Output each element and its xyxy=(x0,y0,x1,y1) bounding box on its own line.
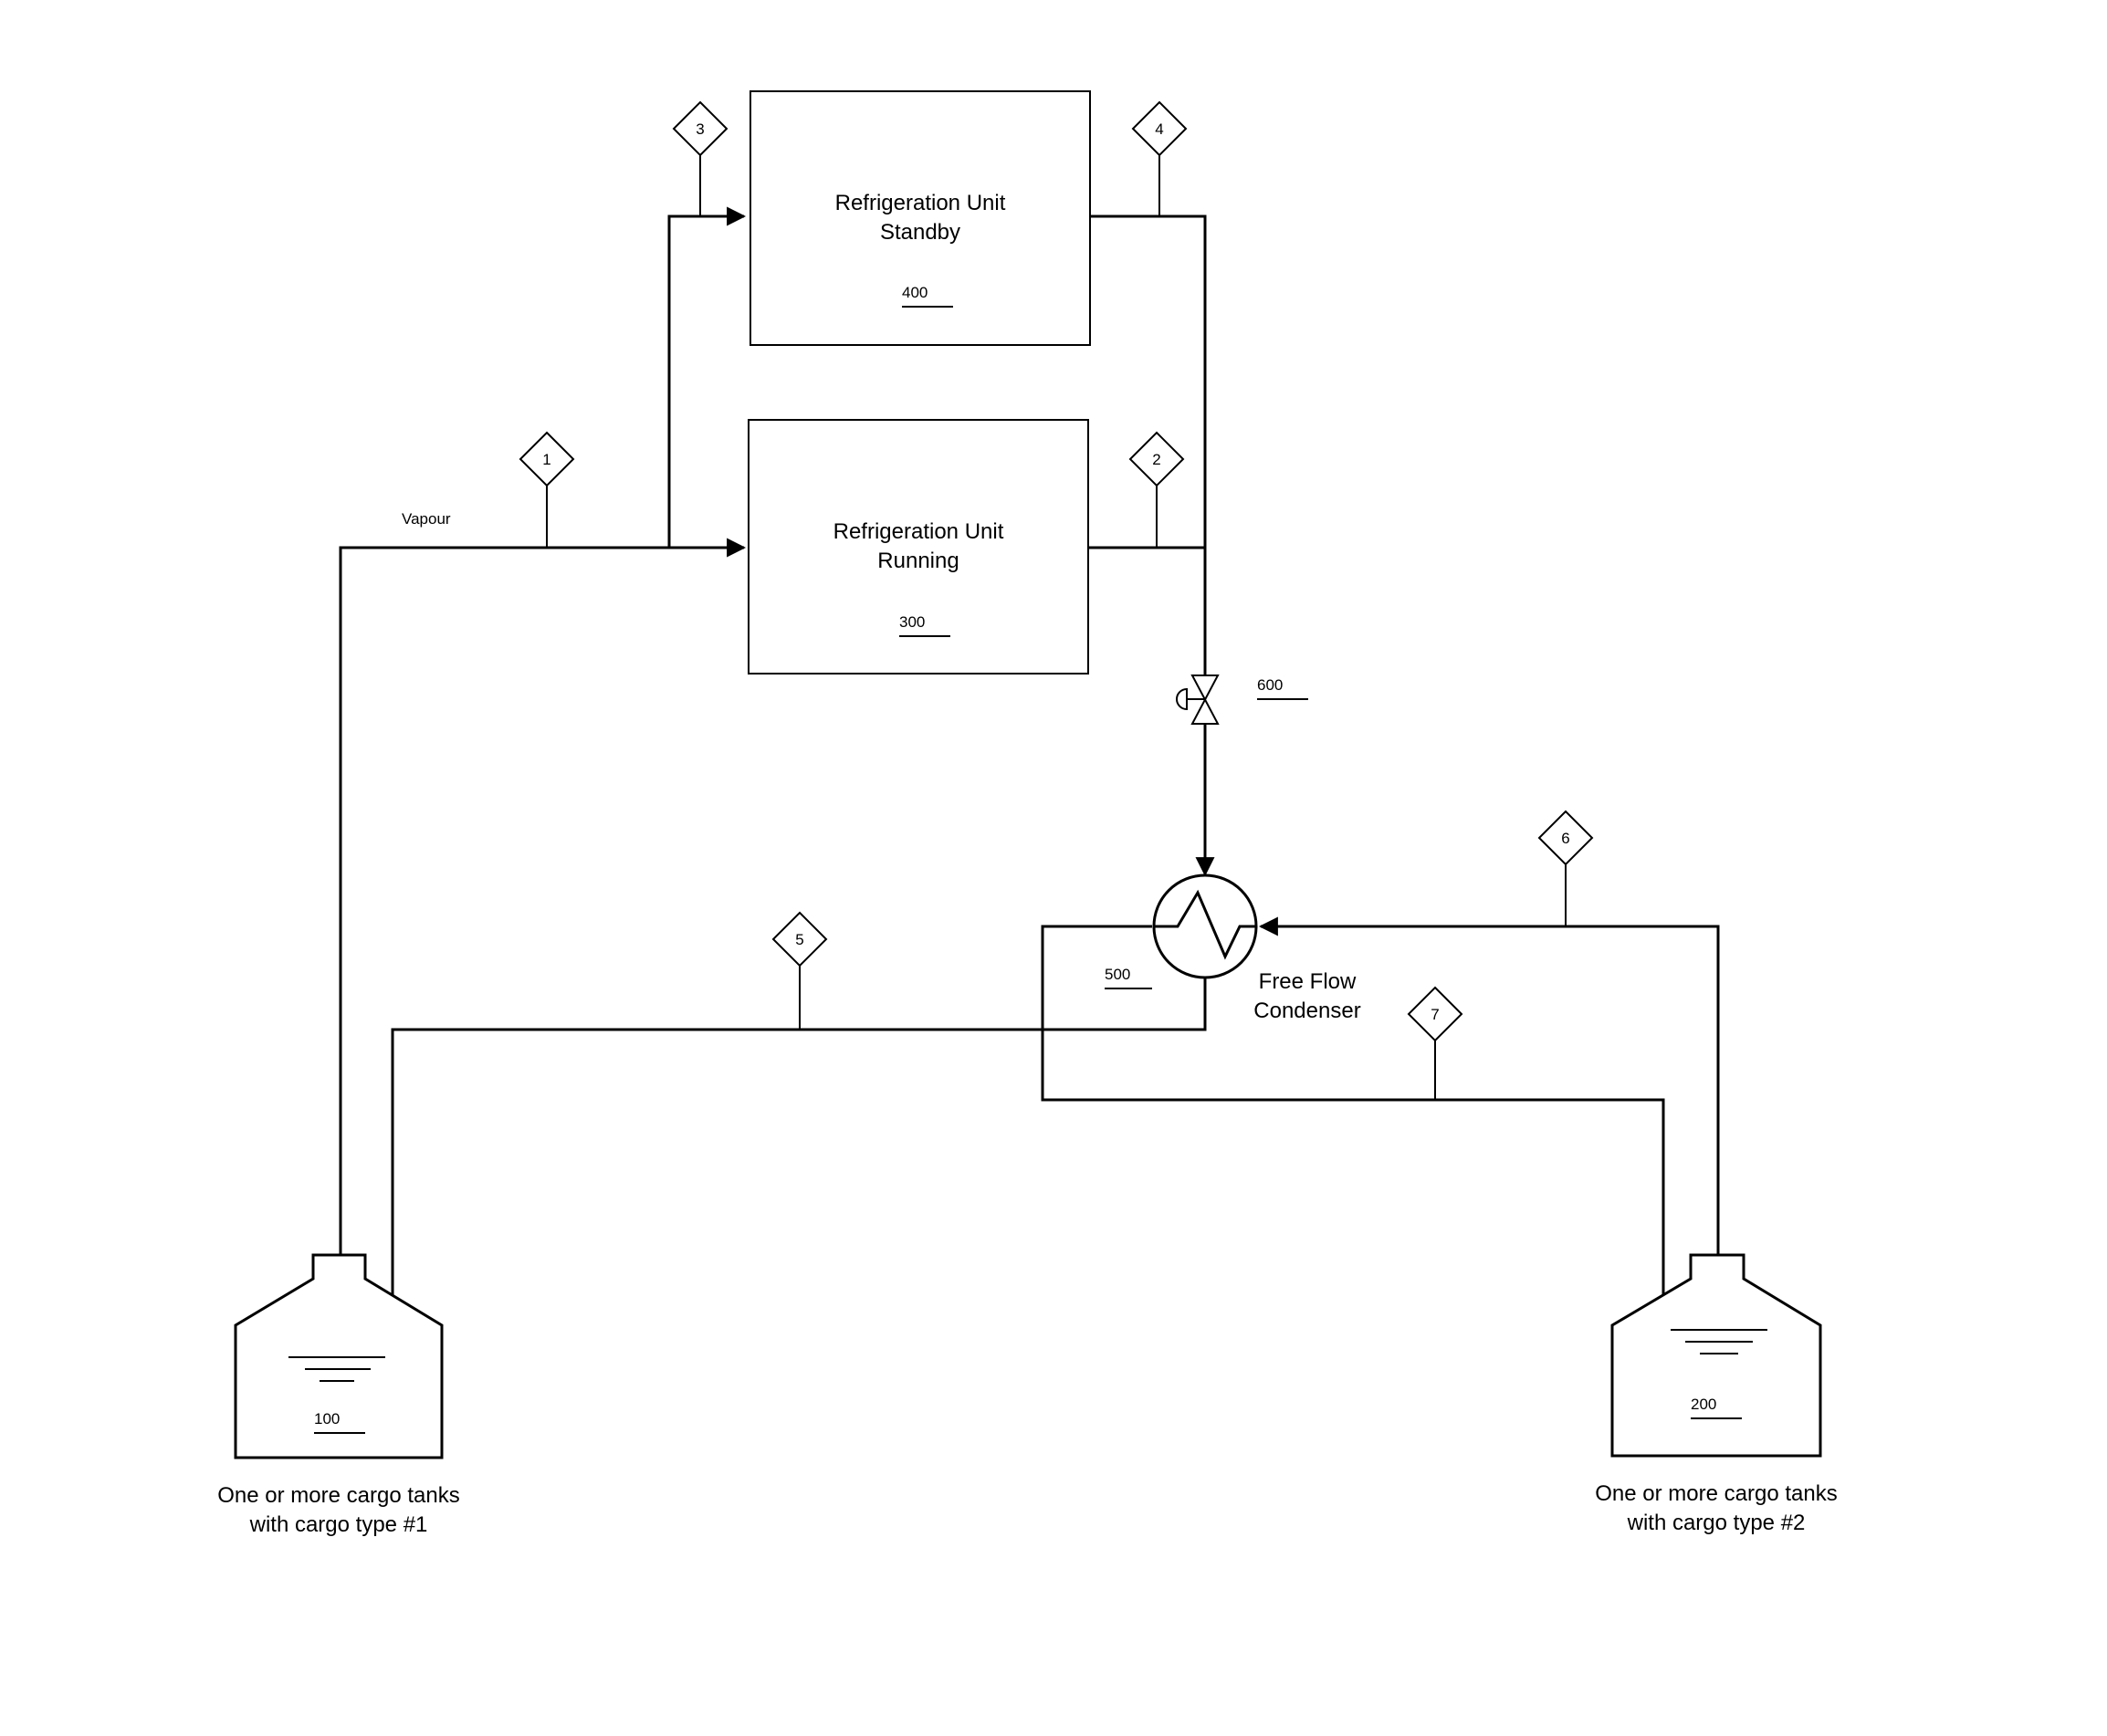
stream-marker-1: 1 xyxy=(520,433,573,548)
condenser-symbol-icon xyxy=(1154,875,1256,978)
tank-1-caption-line2: with cargo type #1 xyxy=(249,1512,428,1537)
running-unit-ref: 300 xyxy=(899,613,925,631)
condenser-name-line2: Condenser xyxy=(1253,999,1360,1023)
tank-2-caption-line1: One or more cargo tanks xyxy=(1595,1481,1837,1506)
control-valve xyxy=(1177,675,1218,724)
stream-marker-7-label: 7 xyxy=(1431,1006,1439,1023)
stream-marker-5: 5 xyxy=(773,913,826,1030)
stream-marker-6: 6 xyxy=(1539,811,1592,926)
running-unit-name-line2: Running xyxy=(877,549,959,573)
standby-unit-ref: 400 xyxy=(902,284,928,301)
stream-marker-5-label: 5 xyxy=(795,931,803,948)
condenser-name-line1: Free Flow xyxy=(1259,969,1357,994)
tank-1-ref: 100 xyxy=(314,1410,340,1427)
stream-marker-2: 2 xyxy=(1130,433,1183,548)
running-unit-name-line1: Refrigeration Unit xyxy=(833,519,1004,544)
standby-unit-name-line2: Standby xyxy=(880,220,960,245)
stream-marker-2-label: 2 xyxy=(1152,451,1160,468)
standby-unit-name-line1: Refrigeration Unit xyxy=(835,191,1006,215)
stream-marker-3-label: 3 xyxy=(696,120,704,138)
tank-1-caption-line1: One or more cargo tanks xyxy=(217,1483,459,1508)
stream-marker-7: 7 xyxy=(1409,988,1462,1100)
tank-2-ref: 200 xyxy=(1691,1396,1716,1413)
vapour-pipe-tank1-to-running xyxy=(341,548,744,1255)
pipe-liquid-return-tank1 xyxy=(393,978,1205,1355)
stream-marker-4-label: 4 xyxy=(1155,120,1163,138)
pipe-running-outlet xyxy=(1086,548,1205,675)
vapour-stream-label: Vapour xyxy=(402,510,451,528)
condenser-ref: 500 xyxy=(1105,966,1130,983)
valve-ref: 600 xyxy=(1257,676,1283,694)
pipe-branch-to-standby xyxy=(669,216,744,548)
cargo-tank-2 xyxy=(1612,1255,1820,1456)
pipe-standby-outlet xyxy=(1086,216,1205,548)
stream-marker-6-label: 6 xyxy=(1561,830,1569,847)
stream-marker-3: 3 xyxy=(674,102,727,216)
tank-2-caption-line2: with cargo type #2 xyxy=(1627,1511,1806,1535)
valve-actuator-icon xyxy=(1177,689,1187,709)
stream-marker-1-label: 1 xyxy=(542,451,550,468)
stream-marker-4: 4 xyxy=(1133,102,1186,216)
